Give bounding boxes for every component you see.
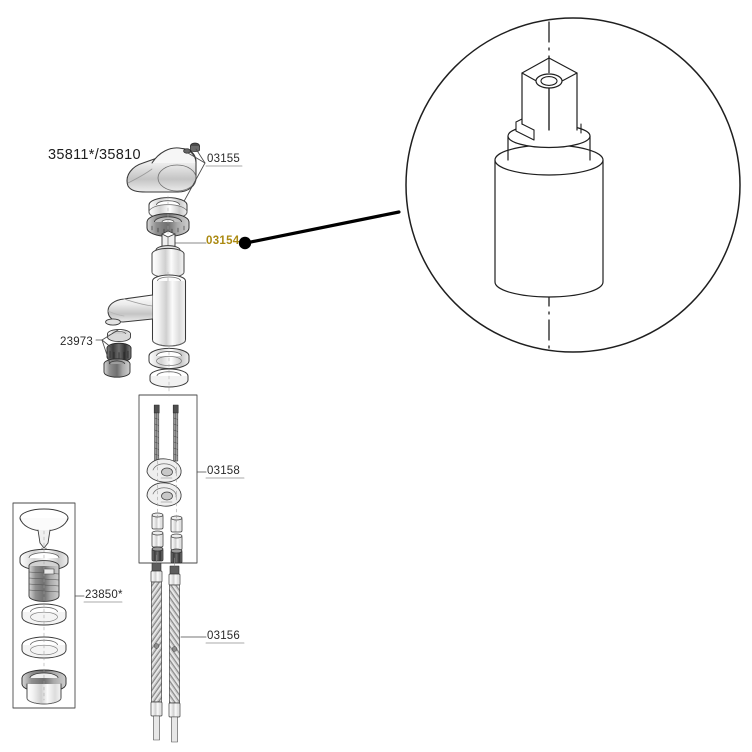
supply-hose-left <box>150 562 163 741</box>
supply-hoses-group <box>150 554 181 743</box>
leader-03155 <box>181 148 206 206</box>
cap-plug-group <box>183 148 191 154</box>
mounting-brackets <box>146 458 182 507</box>
cartridge-group <box>151 230 185 279</box>
mounting-studs <box>153 404 179 462</box>
base-washers-group <box>148 347 190 388</box>
page-title-model-numbers: 35811*/35810 <box>48 147 141 163</box>
aerator-group <box>103 328 132 378</box>
callout-03156: 03156 <box>207 630 240 642</box>
callout-23973: 23973 <box>60 336 93 348</box>
drain-assembly-box <box>12 502 76 709</box>
callout-23850: 23850* <box>85 589 123 601</box>
detail-leader <box>174 210 401 250</box>
detail-circle-group <box>405 17 741 353</box>
faucet-body-group <box>105 274 187 347</box>
callout-03155: 03155 <box>207 153 240 165</box>
hardware-kit-box <box>138 394 198 564</box>
supply-hose-right <box>168 565 181 743</box>
callout-03158: 03158 <box>207 465 240 477</box>
leader-23973 <box>95 329 119 365</box>
callout-03154-highlighted: 03154 <box>206 235 240 247</box>
set-screw-group <box>189 142 200 152</box>
